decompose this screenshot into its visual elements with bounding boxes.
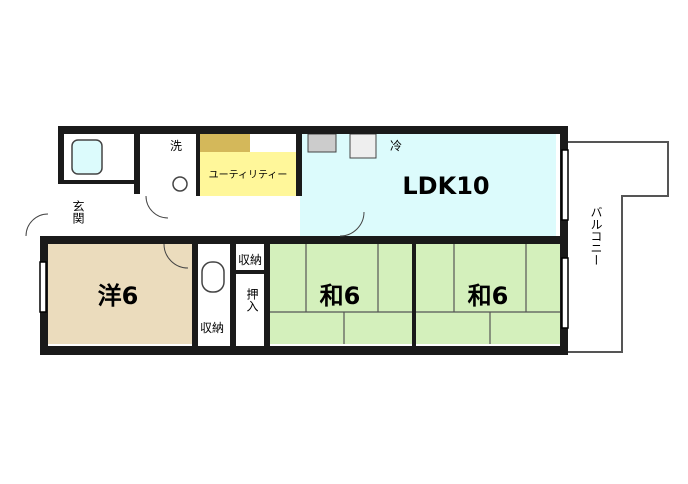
ldk-label: LDK10 [402, 172, 489, 200]
western-room-label: 洋6 [98, 282, 139, 310]
ldk-room [300, 132, 556, 236]
washer-label: 洗 [170, 139, 182, 153]
bathtub-icon [71, 139, 103, 175]
balcony-outline [568, 141, 669, 353]
entrance-label: 玄関 [71, 199, 85, 224]
western-room [46, 244, 192, 344]
utility-room [196, 152, 298, 196]
walls [40, 126, 568, 355]
japanese-room-2 [416, 244, 562, 344]
sink-icon [172, 176, 188, 192]
storage-shelf [198, 134, 250, 152]
closet-bottom-label: 収納 [200, 321, 224, 335]
tatami-lines [270, 244, 562, 344]
door-swings [25, 195, 365, 269]
oshiire-label: 押入 [245, 288, 259, 312]
windows [39, 149, 569, 329]
japanese-room-1 [270, 244, 412, 344]
kitchen-stove-icon [307, 133, 337, 153]
closet-top-label: 収納 [238, 253, 262, 267]
toilet-icon [201, 261, 225, 293]
utility-label: ユーティリティー [209, 170, 288, 181]
fridge-label: 冷 [390, 139, 402, 153]
balcony-label: バルコニー [589, 206, 603, 266]
japanese-room-1-label: 和6 [320, 282, 361, 310]
japanese-room-2-label: 和6 [468, 282, 509, 310]
kitchen-sink-icon [349, 133, 377, 159]
